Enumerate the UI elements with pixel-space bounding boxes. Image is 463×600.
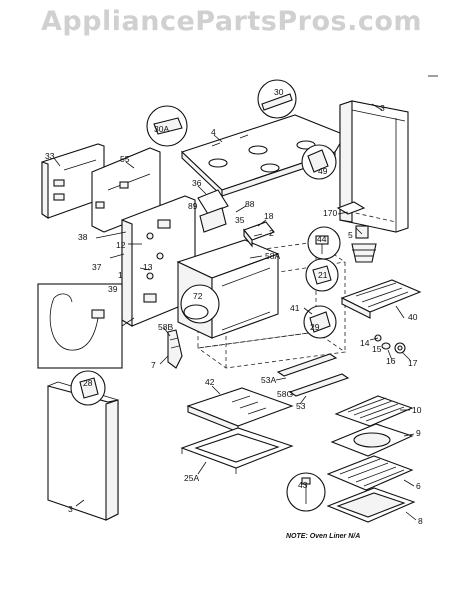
callout-30 (257, 79, 297, 119)
label-25a: 25A (184, 473, 199, 483)
note-oven-liner: NOTE: Oven Liner N/A (286, 533, 360, 540)
label-4: 4 (211, 127, 216, 137)
label-16: 16 (386, 356, 396, 366)
label-6: 6 (416, 481, 421, 491)
part-36-bracket (197, 189, 229, 233)
label-89: 89 (188, 201, 198, 211)
label-55: 55 (120, 154, 130, 164)
label-38: 38 (78, 232, 88, 242)
label-3-top: 3 (380, 103, 385, 113)
label-58a: 58A (265, 251, 280, 261)
label-8: 8 (418, 516, 423, 526)
label-15: 15 (372, 344, 382, 354)
label-53: 53 (296, 401, 306, 411)
part-9-broiler-pan (330, 423, 414, 457)
label-30: 30 (274, 87, 284, 97)
part-10-broiler-grid (334, 395, 414, 427)
label-37: 37 (92, 262, 102, 272)
label-18: 18 (264, 211, 274, 221)
watermark-text: AppliancePartsPros.com (40, 6, 423, 37)
label-58g: 58G (277, 389, 293, 399)
label-72: 72 (193, 291, 203, 301)
label-88: 88 (245, 199, 255, 209)
part-55-rear-wall (91, 147, 161, 233)
part-labels: 3 4 30 30A 49 33 55 36 88 89 35 18 2 170… (45, 87, 423, 526)
part-6-oven-rack (326, 455, 414, 491)
leader-lines (53, 103, 417, 521)
part-40-broil-pan (340, 279, 422, 319)
callout-72 (180, 284, 220, 324)
label-39: 39 (108, 284, 118, 294)
label-41: 41 (290, 303, 300, 313)
label-58b: 58B (158, 322, 173, 332)
callout-49 (301, 144, 337, 180)
label-43: 43 (298, 480, 308, 490)
label-44: 44 (317, 234, 327, 244)
part-39-power-cord-inset (37, 283, 135, 369)
label-10: 10 (412, 405, 422, 415)
label-36: 36 (192, 178, 202, 188)
label-21: 21 (318, 270, 328, 280)
label-5: 5 (348, 230, 353, 240)
label-28: 28 (83, 378, 93, 388)
callout-28 (70, 370, 106, 406)
label-35: 35 (235, 215, 245, 225)
label-30a: 30A (154, 124, 169, 134)
part-3-door-panel (47, 381, 119, 521)
callout-21 (305, 258, 339, 292)
label-53a: 53A (261, 375, 276, 385)
label-1: 1 (118, 270, 123, 280)
label-2: 2 (269, 228, 274, 238)
label-13: 13 (143, 262, 153, 272)
label-42: 42 (205, 377, 215, 387)
label-9: 9 (416, 428, 421, 438)
label-3-bottom: 3 (68, 504, 73, 514)
label-14: 14 (360, 338, 370, 348)
callout-29 (303, 305, 337, 339)
part-25a-drawer-frame (180, 427, 294, 474)
label-40: 40 (408, 312, 418, 322)
part-170-5-burner (336, 201, 377, 263)
label-170: 170 (323, 208, 337, 218)
label-33: 33 (45, 151, 55, 161)
label-29: 29 (310, 322, 320, 332)
callout-44 (307, 226, 341, 260)
part-7-door-hinge (167, 329, 183, 369)
part-35-18-switch (243, 221, 275, 248)
label-12: 12 (116, 240, 126, 250)
part-53a-rail (276, 353, 350, 397)
part-3-side-panel-right (339, 100, 409, 233)
callout-43 (286, 472, 326, 512)
label-7: 7 (151, 360, 156, 370)
part-1-side-frame (121, 195, 196, 327)
label-17: 17 (408, 358, 418, 368)
label-49: 49 (318, 166, 328, 176)
callout-30a (146, 105, 188, 147)
part-8-oven-rack (326, 487, 416, 523)
